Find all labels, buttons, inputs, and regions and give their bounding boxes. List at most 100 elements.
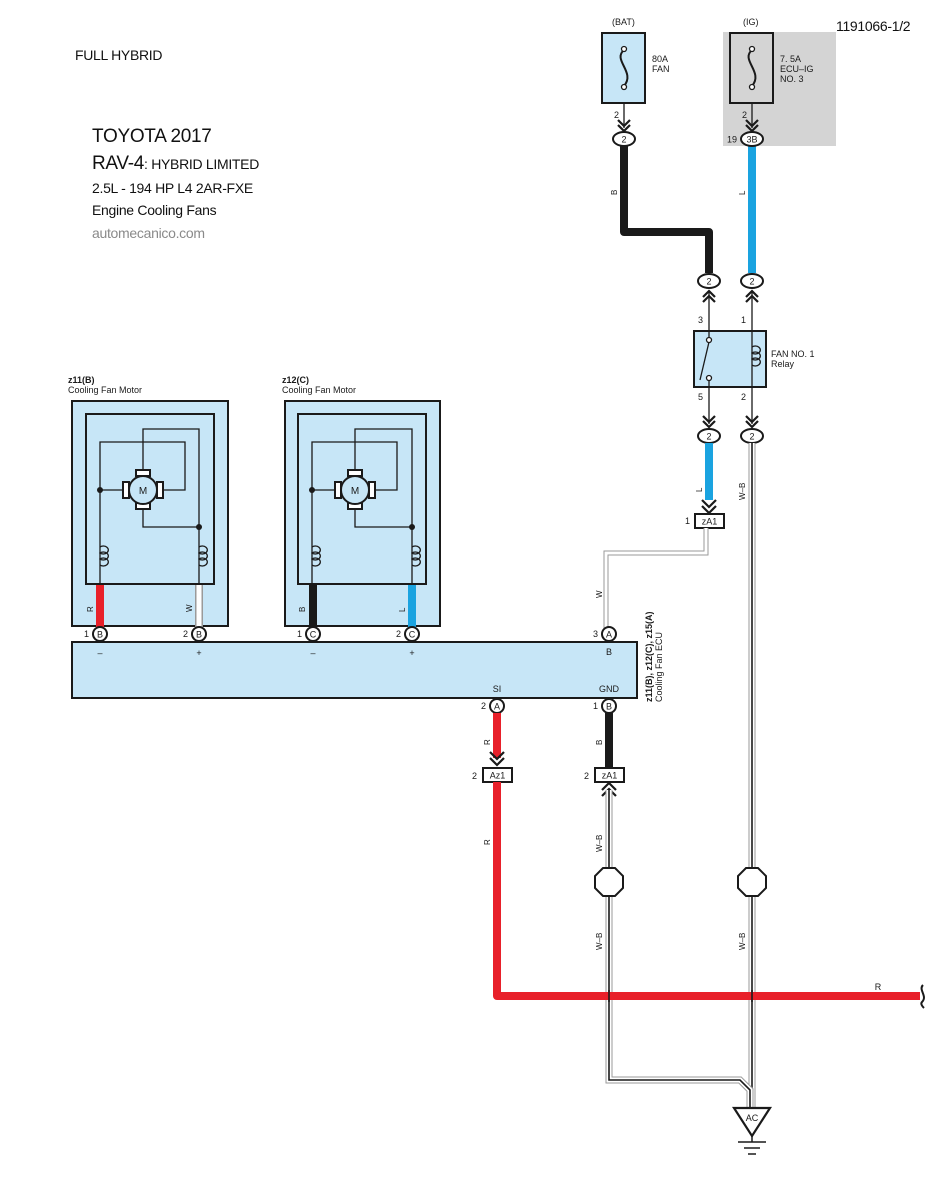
connector-ig-3b[interactable]: 19 3B: [727, 131, 764, 147]
relay-connector-bottom-1[interactable]: 2: [697, 428, 721, 444]
ecu-pin-gnd-label: GND: [599, 684, 620, 694]
junction-az1[interactable]: 2 Az1: [472, 767, 513, 783]
svg-text:2: 2: [481, 701, 486, 711]
fuse-supply-label: (IG): [743, 17, 759, 27]
svg-text:B: B: [196, 630, 202, 640]
wire-si-lower: [493, 782, 920, 1000]
wire-gnd-lower: [605, 790, 754, 1108]
relay-name: FAN NO. 1: [771, 349, 815, 359]
relay-connector-top-2[interactable]: 2: [740, 273, 764, 289]
svg-text:W: W: [185, 604, 194, 612]
trim: : HYBRID LIMITED: [144, 156, 260, 172]
fuse-pin: 2: [614, 110, 619, 120]
variant-label: FULL HYBRID: [75, 47, 163, 63]
wire-label-relay-out: L: [695, 487, 704, 492]
svg-text:1: 1: [685, 516, 690, 526]
svg-text:1: 1: [593, 701, 598, 711]
system-name: Engine Cooling Fans: [92, 202, 217, 218]
svg-text:2: 2: [396, 629, 401, 639]
svg-text:B: B: [97, 630, 103, 640]
relay-connector-bottom-2[interactable]: 2: [740, 428, 764, 444]
field-coil-icon: [197, 545, 208, 567]
splice-point-icon[interactable]: [737, 867, 767, 897]
fuse-pin: 2: [742, 110, 747, 120]
model: RAV-4: [92, 153, 145, 174]
wire-label-bat: B: [610, 190, 619, 195]
document-id: 1191066-1/2: [836, 18, 911, 34]
ground-point-ac[interactable]: AC: [731, 1106, 773, 1155]
fan-no1-relay[interactable]: 3 1 FAN NO. 1 Relay 5 2: [693, 315, 815, 402]
pin-ecu-si[interactable]: 2 A: [481, 698, 505, 714]
wire-label-red-continue: R: [875, 982, 882, 992]
junction-za1-top[interactable]: 1 zA1: [685, 513, 725, 529]
svg-text:1: 1: [84, 629, 89, 639]
svg-text:AC: AC: [746, 1113, 759, 1123]
motor-icon: M: [334, 469, 376, 510]
svg-text:2: 2: [183, 629, 188, 639]
fuse-80a-fan[interactable]: (BAT) 80A FAN 2: [601, 17, 670, 120]
cooling-fan-motor-z12[interactable]: z12(C) Cooling Fan Motor M: [282, 375, 441, 627]
relay-pin-5: 5: [698, 392, 703, 402]
wire-bat-feed: [620, 146, 713, 273]
svg-text:A: A: [494, 702, 500, 712]
wire-label-coil-gnd: W–B: [738, 483, 747, 500]
pin-z12-1[interactable]: 1 C: [297, 626, 321, 642]
svg-text:+: +: [409, 648, 414, 658]
fuse-rating: 80A: [652, 54, 668, 64]
pin-z11-1[interactable]: 1 B: [84, 626, 108, 642]
relay-coil-icon: [750, 345, 761, 367]
cooling-fan-motor-z11[interactable]: z11(B) Cooling Fan Motor M: [68, 375, 229, 627]
ecu-pin-b-label: B: [606, 647, 612, 657]
junction-za1-gnd[interactable]: 2 zA1: [584, 767, 625, 783]
motor-icon: M: [122, 469, 164, 510]
svg-text:2: 2: [584, 771, 589, 781]
relay-name-2: Relay: [771, 359, 795, 369]
svg-text:L: L: [398, 607, 407, 612]
ecu-id: z11(B), z12(C), z15(A): [644, 611, 654, 702]
fuse-icon: [619, 49, 629, 87]
svg-text:19: 19: [727, 135, 737, 145]
wire-label-ecu-b: W: [595, 590, 604, 598]
fuse-supply-label: (BAT): [612, 17, 635, 27]
svg-text:zA1: zA1: [602, 771, 618, 781]
svg-text:B: B: [606, 702, 612, 712]
wire-ecu-b: [603, 528, 709, 628]
svg-text:Az1: Az1: [490, 771, 506, 781]
svg-text:2: 2: [706, 432, 711, 442]
svg-text:2: 2: [749, 432, 754, 442]
cooling-fan-ecu[interactable]: – + – + B SI GND z11(B), z12(C), z15(A) …: [71, 611, 664, 702]
svg-text:3B: 3B: [746, 135, 757, 145]
fuse-name: ECU–IG: [780, 64, 814, 74]
fuse-body: [601, 32, 646, 104]
fuse-rating: 7. 5A: [780, 54, 801, 64]
field-coil-icon: [310, 545, 321, 567]
pin-ecu-b[interactable]: 3 A: [593, 626, 617, 642]
fuse-name-2: NO. 3: [780, 74, 804, 84]
svg-text:–: –: [97, 648, 102, 658]
wire-label-gnd-lower-2: W–B: [595, 933, 604, 950]
pin-z11-2[interactable]: 2 B: [183, 626, 207, 642]
motor-id: z12(C): [282, 375, 309, 385]
svg-text:zA1: zA1: [702, 517, 718, 527]
pin-z12-2[interactable]: 2 C: [396, 626, 420, 642]
svg-text:3: 3: [593, 629, 598, 639]
splice-point-icon[interactable]: [594, 867, 624, 897]
svg-text:+: +: [196, 648, 201, 658]
engine-spec: 2.5L - 194 HP L4 2AR-FXE: [92, 180, 253, 196]
connector-bat[interactable]: 2: [612, 131, 636, 147]
svg-text:R: R: [86, 606, 95, 612]
relay-connector-top-1[interactable]: 2: [697, 273, 721, 289]
motor-name: Cooling Fan Motor: [68, 385, 142, 395]
relay-switch-icon: [699, 341, 710, 381]
ground-triangle: [731, 1106, 773, 1139]
fuse-icon: [747, 49, 757, 87]
svg-text:B: B: [298, 607, 307, 612]
svg-text:2: 2: [621, 135, 626, 145]
relay-pin-2: 2: [741, 392, 746, 402]
relay-pin-1: 1: [741, 315, 746, 325]
fuse-body: [729, 32, 774, 104]
field-coil-icon: [98, 545, 109, 567]
wire-label-si-lower: R: [483, 839, 492, 845]
model-line: RAV-4: HYBRID LIMITED: [92, 153, 259, 175]
pin-ecu-gnd[interactable]: 1 B: [593, 698, 617, 714]
